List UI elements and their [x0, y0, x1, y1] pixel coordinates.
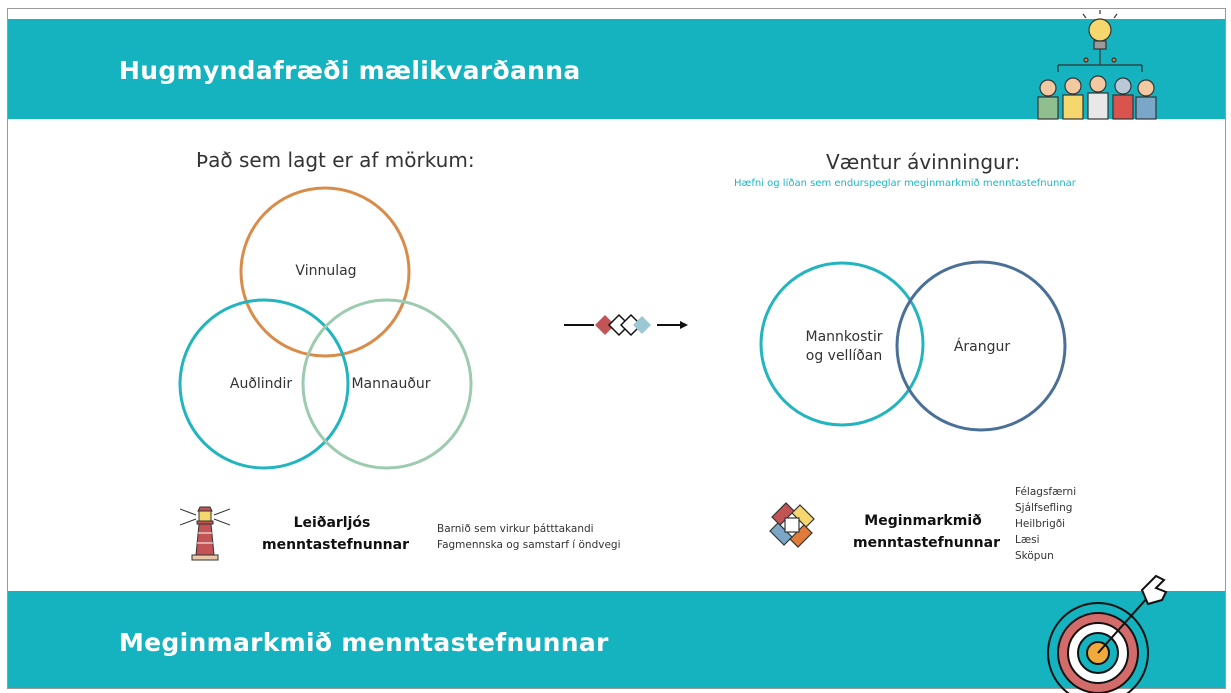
goals-title-line2: menntastefnunnar: [853, 535, 1000, 551]
list-item: Félagsfærni: [1015, 486, 1077, 498]
list-item: Sköpun: [1015, 550, 1054, 562]
label-mannkostir: Mannkostir: [805, 329, 883, 345]
expected-benefit-subheading: Hæfni og líðan sem endurspeglar meginmar…: [734, 178, 1076, 189]
header-band: [8, 19, 1225, 119]
expected-benefit-heading: Væntur ávinningur:: [826, 150, 1021, 174]
list-item: Læsi: [1015, 534, 1040, 546]
goals-title-line1: Meginmarkmið: [864, 513, 982, 529]
list-item: Sjálfsefling: [1015, 502, 1073, 514]
joined-hands-icon: [769, 502, 815, 548]
circle-audlindir: [178, 298, 350, 470]
circle-vinnulag: [239, 186, 411, 358]
circle-mannaudur: [301, 298, 473, 470]
label-vellidan: og vellíðan: [805, 348, 883, 364]
circle-arangur: [895, 260, 1067, 432]
lighthouse-icon: [180, 506, 230, 561]
circle-mannkostir: [759, 261, 925, 427]
guiding-title-line1: Leiðarljós: [293, 515, 371, 531]
label-audlindir: Auðlindir: [229, 376, 293, 392]
footer-title: Meginmarkmið menntastefnunnar: [119, 628, 609, 657]
slide: [7, 8, 1226, 689]
diamond-arrow-icon: [564, 313, 688, 337]
list-item: Fagmennska og samstarf í öndvegi: [437, 539, 621, 551]
slide-title: Hugmyndafræði mælikvarðanna: [119, 56, 581, 85]
label-arangur: Árangur: [953, 339, 1011, 355]
guiding-principles-title: Leiðarljós menntastefnunnar: [262, 512, 409, 556]
footer-band: [8, 591, 1225, 688]
list-item: Barnið sem virkur þátttakandi: [437, 523, 594, 535]
lightbulb-team-icon: [1037, 10, 1157, 120]
label-vinnulag: Vinnulag: [295, 263, 357, 279]
main-goals-list: Félagsfærni Sjálfsefling Heilbrigði Læsi…: [1015, 484, 1076, 564]
label-mannaudur: Mannauður: [351, 376, 431, 392]
target-arrow-icon: [1047, 574, 1168, 693]
main-goals-title: Meginmarkmið menntastefnunnar: [853, 510, 1000, 554]
guiding-title-line2: menntastefnunnar: [262, 537, 409, 553]
list-item: Heilbrigði: [1015, 518, 1066, 530]
guiding-principles-list: Barnið sem virkur þátttakandi Fagmennska…: [437, 521, 621, 553]
contributions-heading: Það sem lagt er af mörkum:: [196, 148, 475, 172]
